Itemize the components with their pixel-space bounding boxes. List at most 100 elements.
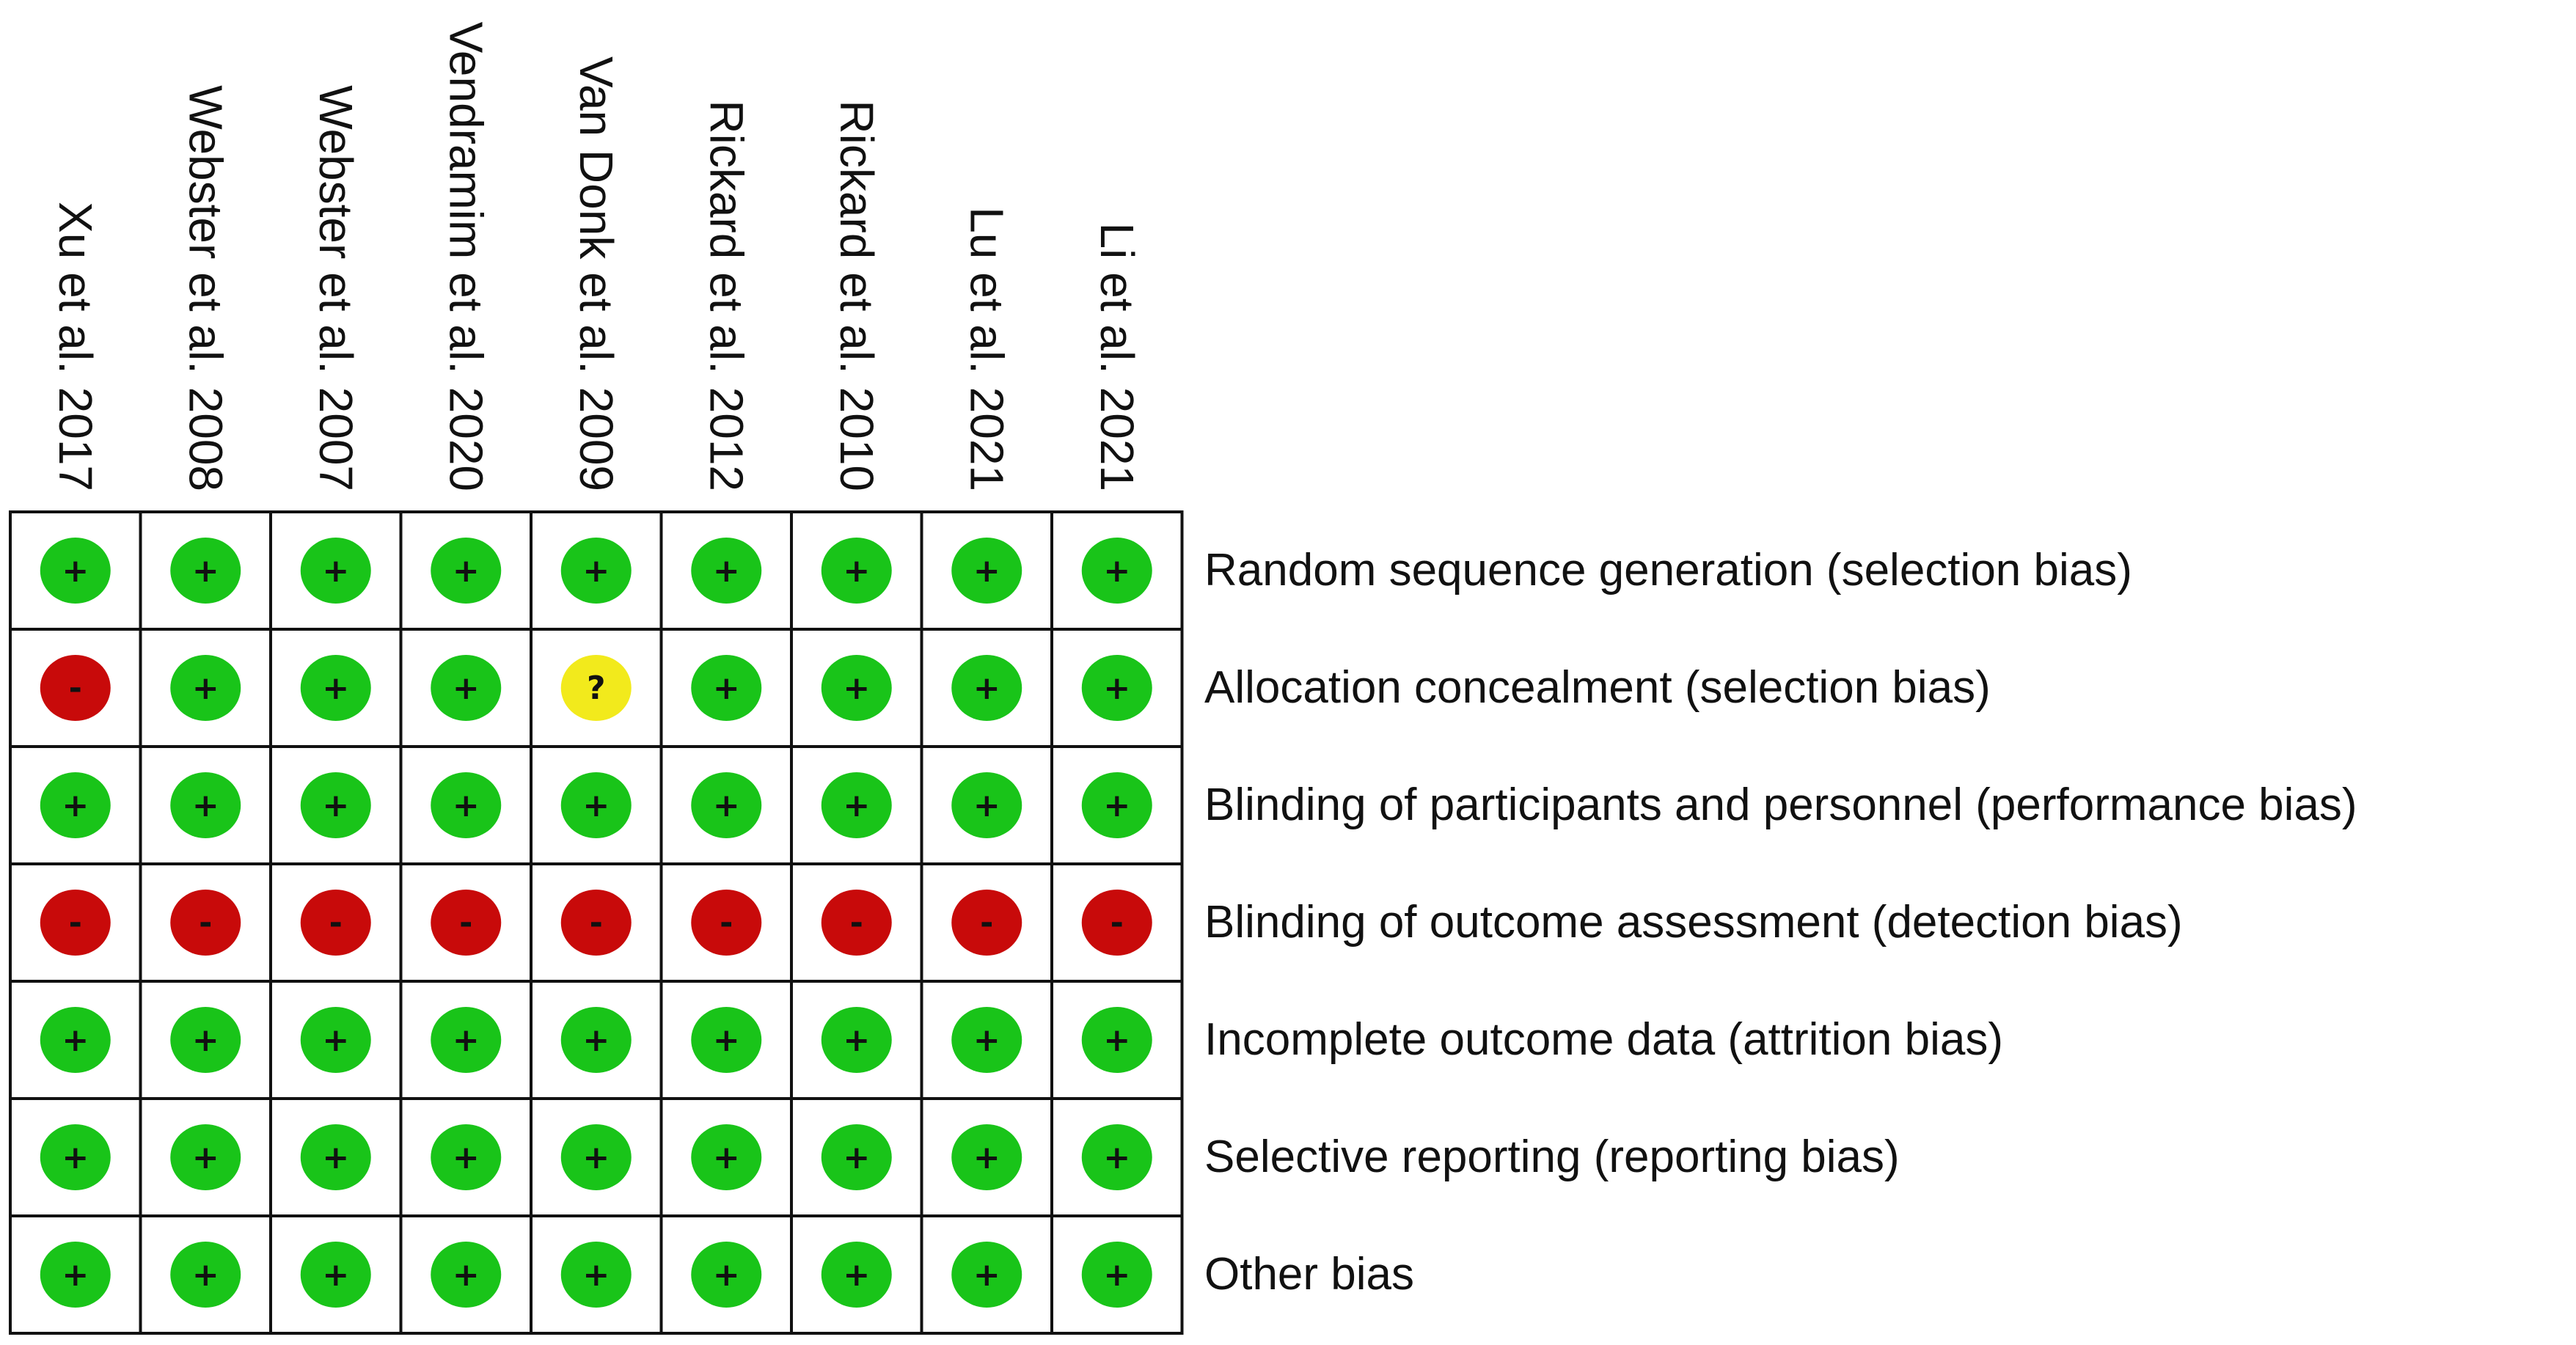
low-risk-icon [170, 1007, 241, 1073]
judgement-symbol: + [1103, 787, 1130, 824]
study-label: Xu et al. 2017 [49, 202, 102, 491]
judgement-cell: + [1050, 1097, 1184, 1217]
low-risk-icon [821, 655, 892, 721]
judgement-cell: + [399, 980, 533, 1100]
low-risk-icon [821, 1124, 892, 1190]
low-risk-icon [1081, 1124, 1152, 1190]
judgement-cell: + [920, 1097, 1053, 1217]
judgement-symbol: + [192, 552, 219, 590]
judgement-cell: - [1050, 862, 1184, 983]
low-risk-icon [300, 538, 371, 604]
judgement-cell: + [269, 1214, 403, 1335]
judgement-cell: - [399, 862, 533, 983]
judgement-symbol: + [843, 787, 870, 824]
judgement-cell: + [9, 980, 142, 1100]
judgement-cell: - [790, 862, 923, 983]
judgement-symbol: + [973, 552, 1000, 590]
judgement-symbol: - [1110, 904, 1124, 942]
judgement-cell: + [139, 1097, 272, 1217]
judgement-symbol: + [192, 1139, 219, 1176]
low-risk-icon [691, 1007, 762, 1073]
low-risk-icon [40, 1007, 111, 1073]
high-risk-icon [951, 890, 1022, 956]
judgement-symbol: + [322, 1139, 349, 1176]
judgement-cell: + [530, 1097, 663, 1217]
judgement-cell: + [399, 628, 533, 748]
judgement-cell: + [269, 980, 403, 1100]
judgement-cell: + [790, 745, 923, 865]
judgement-symbol: - [720, 904, 733, 942]
low-risk-icon [951, 538, 1022, 604]
low-risk-icon [951, 1242, 1022, 1308]
low-risk-icon [951, 655, 1022, 721]
judgement-cell: - [659, 862, 793, 983]
domain-label: Blinding of participants and personnel (… [1204, 780, 2357, 830]
judgement-cell: + [139, 1214, 272, 1335]
judgement-cell: + [139, 510, 272, 631]
judgement-symbol: + [1103, 552, 1130, 590]
judgement-cell: + [1050, 510, 1184, 631]
judgement-cell: + [659, 980, 793, 1100]
judgement-cell: ? [530, 628, 663, 748]
high-risk-icon [40, 890, 111, 956]
judgement-symbol: + [713, 670, 740, 707]
judgement-cell: + [530, 980, 663, 1100]
low-risk-icon [560, 1124, 632, 1190]
low-risk-icon [821, 1007, 892, 1073]
low-risk-icon [40, 772, 111, 838]
judgement-symbol: + [713, 552, 740, 590]
judgement-symbol: + [843, 1256, 870, 1294]
judgement-symbol: + [973, 1139, 1000, 1176]
low-risk-icon [951, 1007, 1022, 1073]
study-label: Webster et al. 2008 [179, 85, 232, 491]
low-risk-icon [1081, 772, 1152, 838]
judgement-cell: + [269, 745, 403, 865]
judgement-symbol: + [843, 670, 870, 707]
domain-label: Random sequence generation (selection bi… [1204, 545, 2132, 595]
judgement-symbol: + [192, 1256, 219, 1294]
judgement-symbol: + [453, 1256, 480, 1294]
judgement-cell: + [9, 1214, 142, 1335]
judgement-cell: + [659, 1214, 793, 1335]
judgement-symbol: - [199, 904, 212, 942]
judgement-symbol: + [843, 1139, 870, 1176]
judgement-symbol: + [453, 787, 480, 824]
high-risk-icon [1081, 890, 1152, 956]
low-risk-icon [300, 655, 371, 721]
judgement-symbol: + [973, 670, 1000, 707]
judgement-cell: + [139, 628, 272, 748]
low-risk-icon [431, 1124, 502, 1190]
domain-label: Selective reporting (reporting bias) [1204, 1132, 1900, 1182]
judgement-cell: + [399, 1214, 533, 1335]
judgement-cell: + [920, 510, 1053, 631]
judgement-symbol: + [453, 1139, 480, 1176]
low-risk-icon [431, 1007, 502, 1073]
judgement-symbol: - [69, 670, 82, 707]
domain-label: Blinding of outcome assessment (detectio… [1204, 897, 2183, 948]
judgement-symbol: + [453, 670, 480, 707]
judgement-symbol: + [192, 1022, 219, 1059]
judgement-symbol: + [973, 787, 1000, 824]
judgement-symbol: + [713, 787, 740, 824]
domain-label: Allocation concealment (selection bias) [1204, 662, 1991, 713]
judgement-symbol: + [1103, 1256, 1130, 1294]
judgement-symbol: - [459, 904, 472, 942]
judgement-cell: + [530, 745, 663, 865]
judgement-symbol: + [582, 1022, 610, 1059]
judgement-cell: + [530, 1214, 663, 1335]
judgement-symbol: + [322, 1256, 349, 1294]
study-label: Lu et al. 2021 [960, 207, 1013, 491]
high-risk-icon [560, 890, 632, 956]
domain-labels: Random sequence generation (selection bi… [1204, 545, 2357, 1300]
low-risk-icon [560, 1007, 632, 1073]
judgement-symbol: + [322, 1022, 349, 1059]
judgement-cell: + [139, 980, 272, 1100]
judgement-symbol: + [713, 1022, 740, 1059]
judgement-cell: - [530, 862, 663, 983]
low-risk-icon [300, 772, 371, 838]
judgement-cell: - [139, 862, 272, 983]
judgement-symbol: + [713, 1139, 740, 1176]
low-risk-icon [170, 1242, 241, 1308]
study-labels: Xu et al. 2017 Webster et al. 2008 Webster… [49, 22, 1144, 491]
study-label: Webster et al. 2007 [310, 85, 362, 491]
